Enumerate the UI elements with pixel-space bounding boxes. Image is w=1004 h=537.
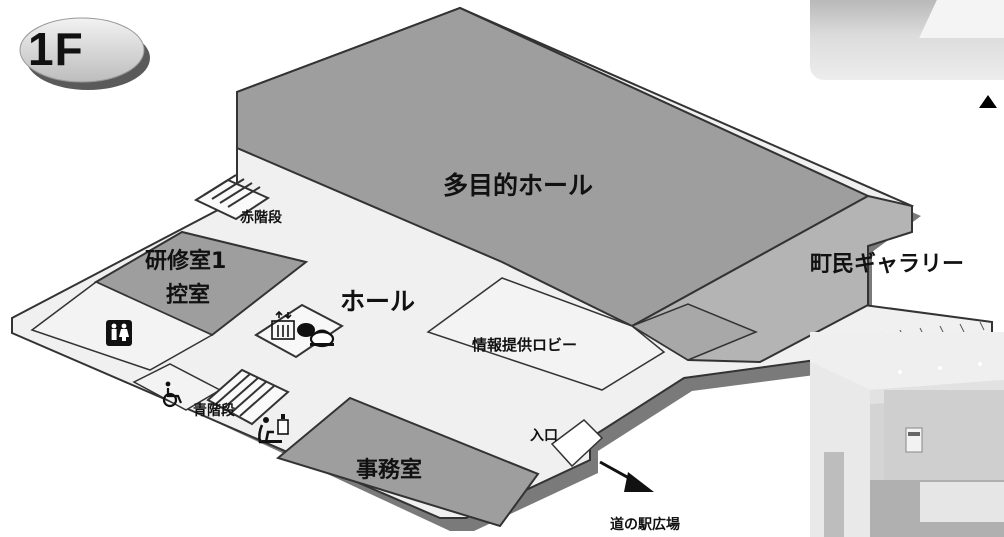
baby-care-icon <box>258 414 289 444</box>
training-room-label: 研修室1 <box>145 249 227 274</box>
station-plaza-label: 道の駅広場 <box>610 517 680 533</box>
gallery-label: 町民ギャラリー <box>810 252 965 277</box>
blue-stairs-area <box>206 368 290 426</box>
gallery-photo <box>810 0 1004 80</box>
direction-arrow-icon <box>599 460 654 492</box>
multipurpose-hall-label: 多目的ホール <box>443 171 594 200</box>
info-lobby-area <box>426 277 666 391</box>
wheelchair-icon <box>162 381 183 408</box>
restroom-icon <box>106 320 132 346</box>
floor-badge <box>19 17 150 90</box>
floor-badge-label: 1F <box>28 23 84 75</box>
hall-photo <box>810 332 1004 537</box>
elevator-icon <box>271 310 295 340</box>
triangle-marker-icon <box>979 95 997 108</box>
gallery-recess <box>630 303 758 361</box>
office-area <box>275 396 540 528</box>
hall-label: ホール <box>340 287 416 316</box>
red-stairs-label: 赤階段 <box>240 210 282 226</box>
waiting-room-label: 控室 <box>166 283 211 308</box>
entrance-label: 入口 <box>530 428 558 444</box>
entrance-passage <box>550 419 604 468</box>
info-lobby-label: 情報提供ロビー <box>472 336 578 354</box>
office-label: 事務室 <box>356 458 423 483</box>
blue-stairs-label: 青階段 <box>193 403 235 419</box>
red-stairs-area <box>193 174 271 221</box>
tea-service-icon <box>297 323 335 348</box>
